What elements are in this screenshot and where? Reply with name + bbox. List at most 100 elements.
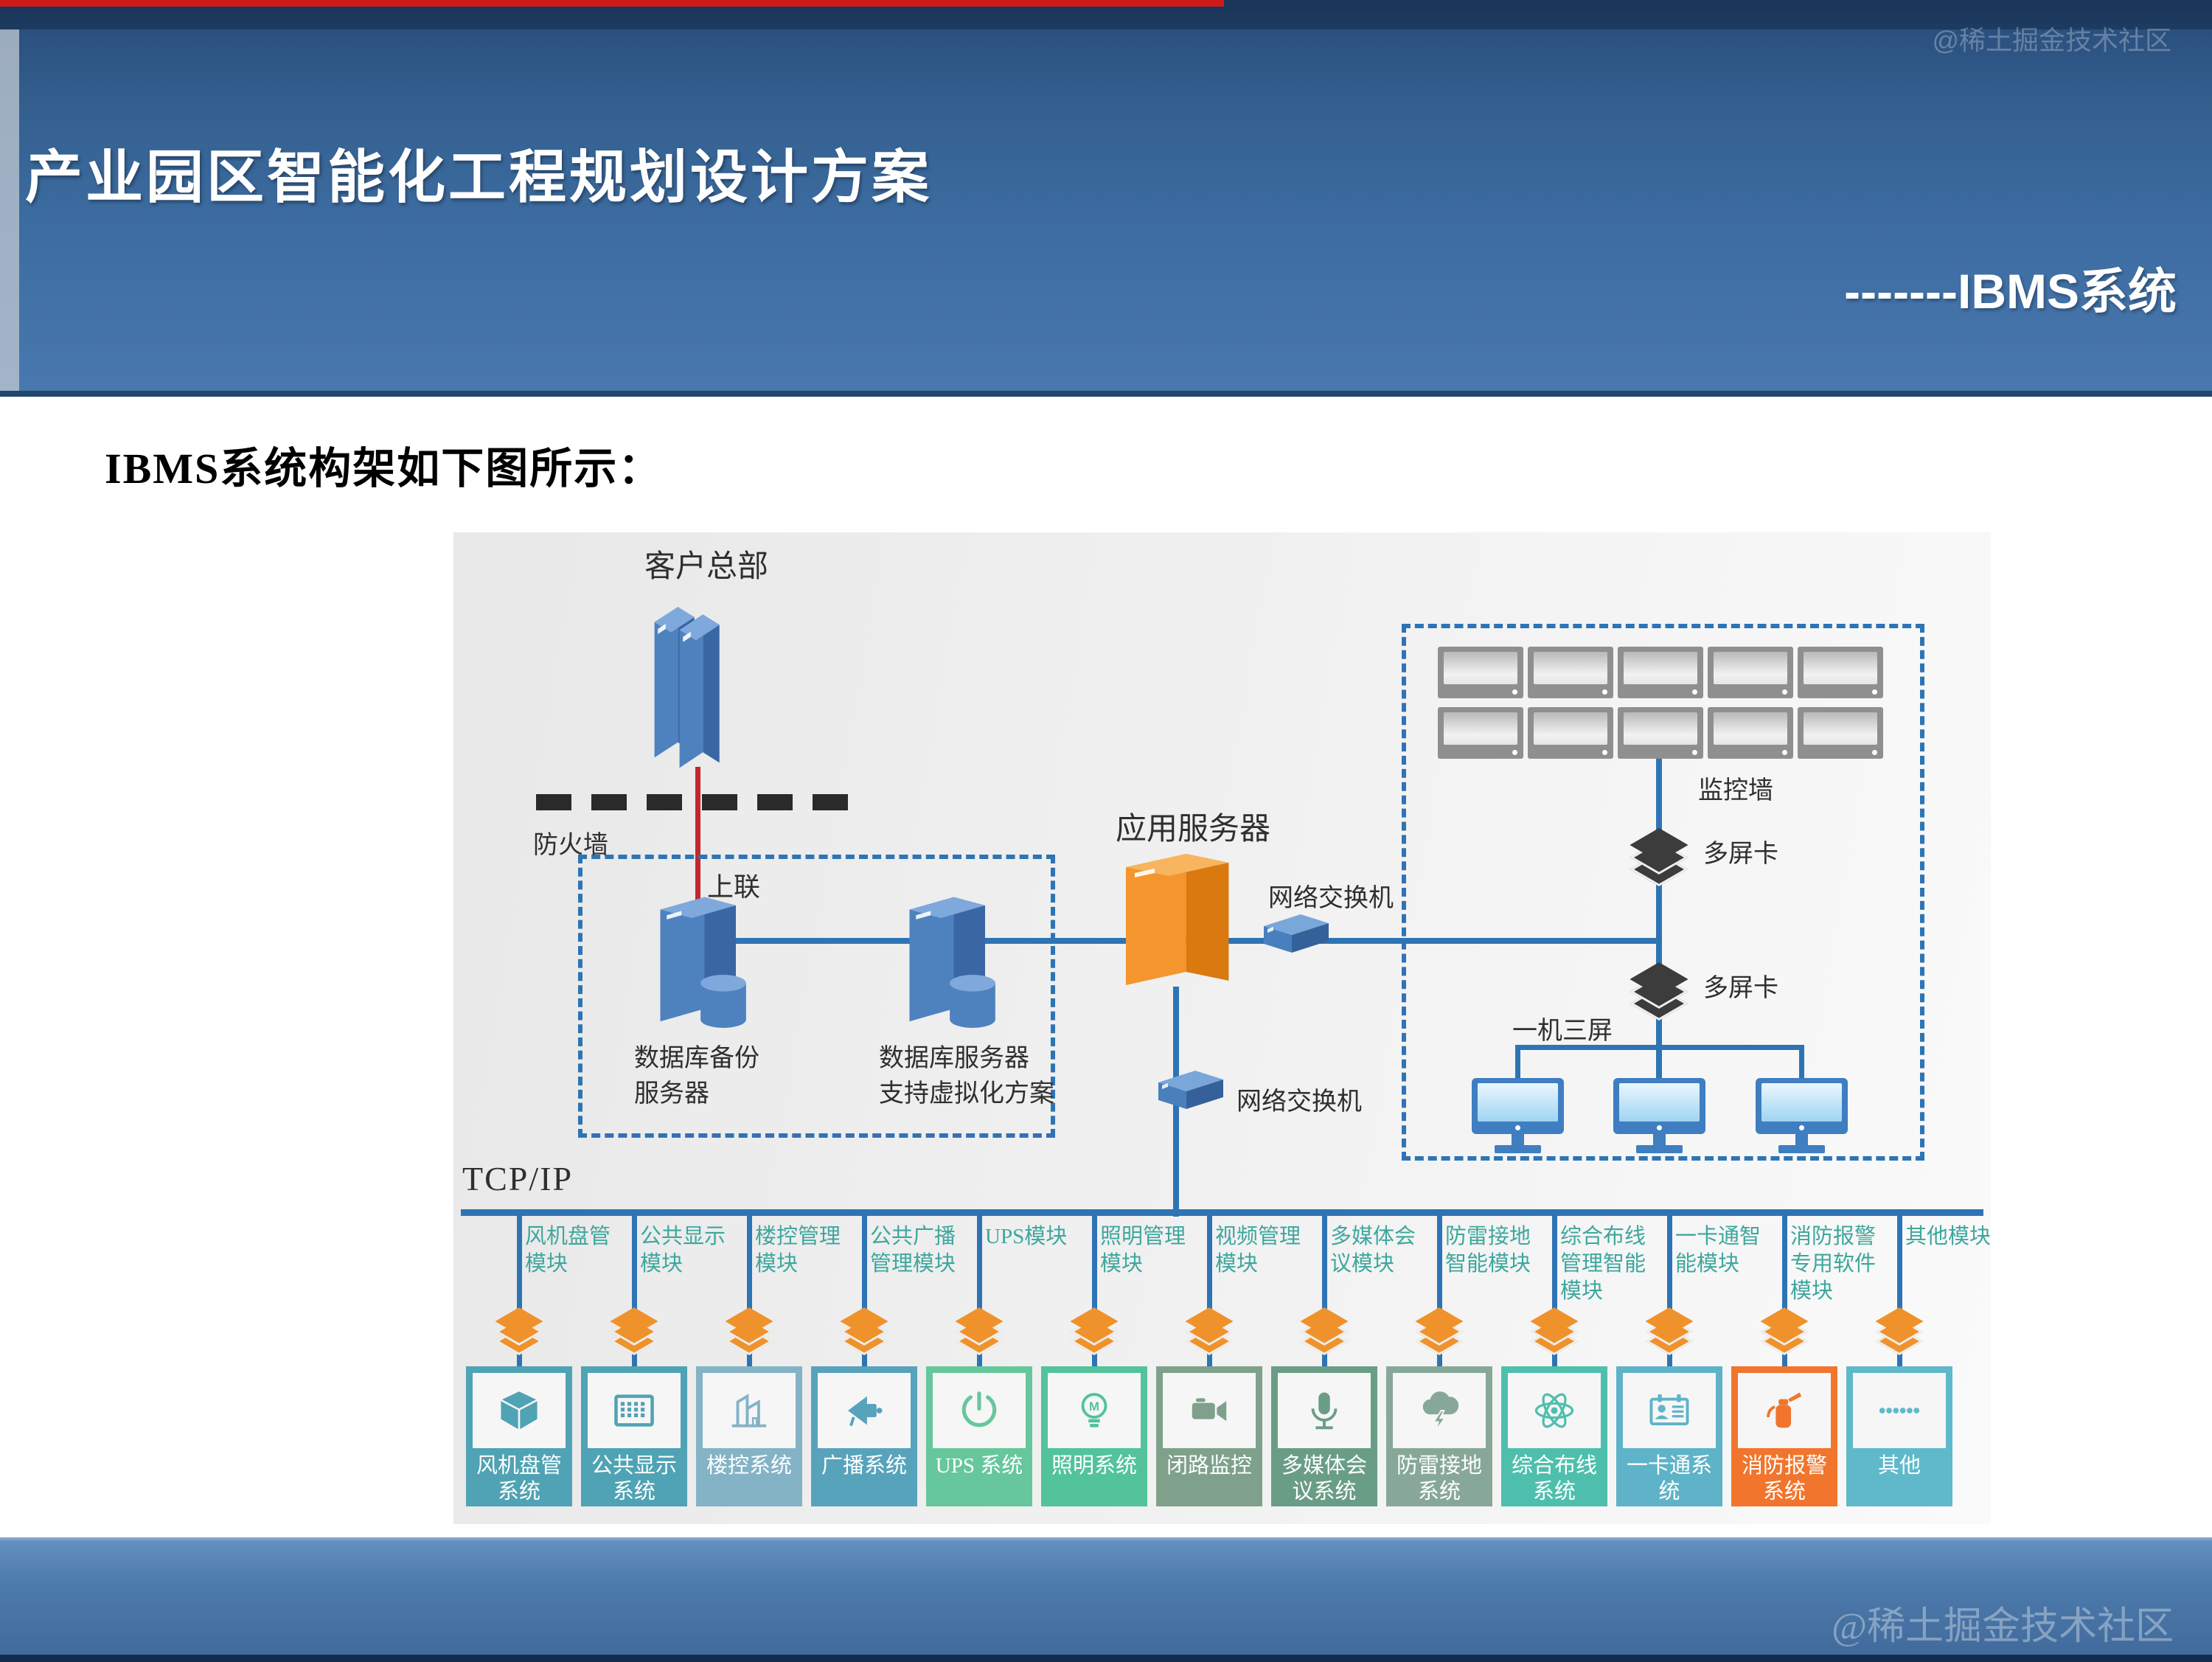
module-drop-line [632, 1216, 637, 1368]
firewall-dashes-icon [536, 794, 849, 810]
system-card-label: 公共显示系统 [591, 1454, 677, 1504]
wall-monitor-icon [1438, 707, 1523, 759]
system-card-label: 消防报警系统 [1741, 1454, 1827, 1504]
module-column: 一卡通智能模块一卡通系统 [1612, 1216, 1761, 1509]
tcpip-bus-line [461, 1209, 1983, 1216]
system-card-label: 综合布线系统 [1511, 1454, 1597, 1504]
tcpip-label: TCP/IP [462, 1160, 574, 1197]
module-column: UPS模块 UPS 系统 [922, 1216, 1067, 1509]
gateway-diamond-icon [1185, 1304, 1234, 1357]
system-card-label: UPS 系统 [935, 1454, 1023, 1478]
firewall-label: 防火墙 [533, 832, 608, 859]
db-cylinder-icon [697, 973, 750, 1029]
monitoring-zone-boundary [1402, 624, 1924, 1161]
wall-monitor-icon [1438, 647, 1523, 698]
cube-icon [473, 1373, 566, 1448]
wall-monitor-icon [1708, 647, 1793, 698]
module-column: 视频管理模块闭路监控 [1152, 1216, 1301, 1509]
display-grid-icon [588, 1373, 681, 1448]
system-card: M 照明系统 [1041, 1366, 1147, 1506]
module-column: 多媒体会议模块多媒体会议系统 [1267, 1216, 1416, 1509]
module-column: 综合布线管理智能模块综合布线系统 [1497, 1216, 1646, 1509]
wall-monitor-icon [1618, 707, 1703, 759]
watermark-top: @稀土掘金技术社区 [1932, 25, 2171, 55]
svg-text:M: M [1089, 1400, 1099, 1414]
system-card-label: 一卡通系统 [1626, 1454, 1712, 1504]
module-column: 其他模块其他 [1842, 1216, 1991, 1509]
module-label: 其他模块 [1905, 1225, 1992, 1248]
slide-title: 产业园区智能化工程规划设计方案 [25, 145, 933, 209]
bulb-icon: M [1048, 1373, 1141, 1448]
database-zone-boundary [578, 855, 1055, 1138]
module-label: 多媒体会议模块 [1330, 1225, 1416, 1276]
monitor-wall [1438, 647, 1883, 759]
gateway-diamond-icon [1300, 1304, 1349, 1357]
gateway-diamond-icon [955, 1304, 1004, 1357]
footer-edge [0, 1655, 2212, 1662]
switch1-label: 网络交换机 [1268, 885, 1394, 912]
module-drop-line [1207, 1216, 1212, 1368]
module-column: 风机盘管模块风机盘管系统 [462, 1216, 611, 1509]
system-card: 其他 [1846, 1366, 1952, 1506]
system-card-label: 楼控系统 [706, 1454, 792, 1478]
client-monitor-icon [1613, 1078, 1705, 1159]
video-progress-bar[interactable] [0, 0, 1224, 7]
branch-stub-line [1515, 1045, 1520, 1080]
system-card: 消防报警系统 [1731, 1366, 1837, 1506]
system-card: 一卡通系统 [1616, 1366, 1722, 1506]
module-drop-line [1782, 1216, 1787, 1368]
switch2-label: 网络交换机 [1237, 1088, 1362, 1116]
module-drop-line [862, 1216, 867, 1368]
system-card: 风机盘管系统 [466, 1366, 572, 1506]
module-label: 视频管理模块 [1215, 1225, 1301, 1276]
module-label: 公共显示模块 [640, 1225, 726, 1276]
megaphone-icon [818, 1373, 911, 1448]
module-label: 消防报警专用软件模块 [1790, 1225, 1877, 1304]
system-card: 广播系统 [811, 1366, 917, 1506]
wall-monitor-icon [1528, 707, 1613, 759]
system-card-label: 多媒体会议系统 [1281, 1454, 1367, 1504]
module-drop-line [1322, 1216, 1327, 1368]
system-card: 楼控系统 [696, 1366, 802, 1506]
system-card-label: 防雷接地系统 [1396, 1454, 1482, 1504]
module-column: 照明管理模块 M 照明系统 [1037, 1216, 1186, 1509]
multi-screen-card2-label: 多屏卡 [1703, 975, 1778, 1002]
module-column: 防雷接地智能模块防雷接地系统 [1382, 1216, 1531, 1509]
id-card-icon [1623, 1373, 1716, 1448]
hq-server-icon [675, 608, 723, 771]
module-drop-line [977, 1216, 982, 1368]
multi-screen-card1-label: 多屏卡 [1703, 841, 1778, 868]
uplink-label: 上联 [707, 872, 761, 902]
module-label: UPS模块 [985, 1225, 1068, 1248]
gateway-diamond-icon [1875, 1304, 1924, 1357]
power-icon [933, 1373, 1026, 1448]
microphone-icon [1278, 1373, 1371, 1448]
slide-header: 产业园区智能化工程规划设计方案 -------IBMS系统 @稀土掘金技术社区 [0, 0, 2212, 397]
hq-label: 客户总部 [644, 550, 768, 584]
architecture-diagram: 客户总部 防火墙 上联 数据库备份服务器 数据库服务器支持虚拟化方案 [453, 532, 1991, 1524]
one-machine-three-screens-label: 一机三屏 [1512, 1018, 1613, 1045]
client-monitor-icon [1472, 1078, 1564, 1159]
wall-monitor-icon [1708, 707, 1793, 759]
db-cylinder-icon [946, 973, 999, 1029]
system-card: 综合布线系统 [1501, 1366, 1607, 1506]
system-card: 公共显示系统 [581, 1366, 687, 1506]
module-drop-line [1092, 1216, 1097, 1368]
gateway-diamond-icon [1645, 1304, 1694, 1357]
gateway-diamond-icon [1415, 1304, 1464, 1357]
fire-extinguisher-icon [1738, 1373, 1831, 1448]
multi-screen-card-icon [1626, 959, 1692, 1021]
wall-monitor-icon [1798, 707, 1883, 759]
system-card: 防雷接地系统 [1386, 1366, 1492, 1506]
atom-icon [1508, 1373, 1601, 1448]
module-drop-line [1667, 1216, 1672, 1368]
module-label: 一卡通智能模块 [1675, 1225, 1761, 1276]
app-server-label: 应用服务器 [1116, 813, 1271, 846]
slide-footer: @稀土掘金技术社区 [0, 1537, 2212, 1662]
module-drop-line [1897, 1216, 1902, 1368]
module-label: 照明管理模块 [1100, 1225, 1186, 1276]
module-column: 公共广播管理模块广播系统 [807, 1216, 956, 1509]
slide-subtitle: -------IBMS系统 [1844, 264, 2177, 319]
module-column: 楼控管理模块楼控系统 [692, 1216, 841, 1509]
system-card-label: 照明系统 [1051, 1454, 1137, 1478]
